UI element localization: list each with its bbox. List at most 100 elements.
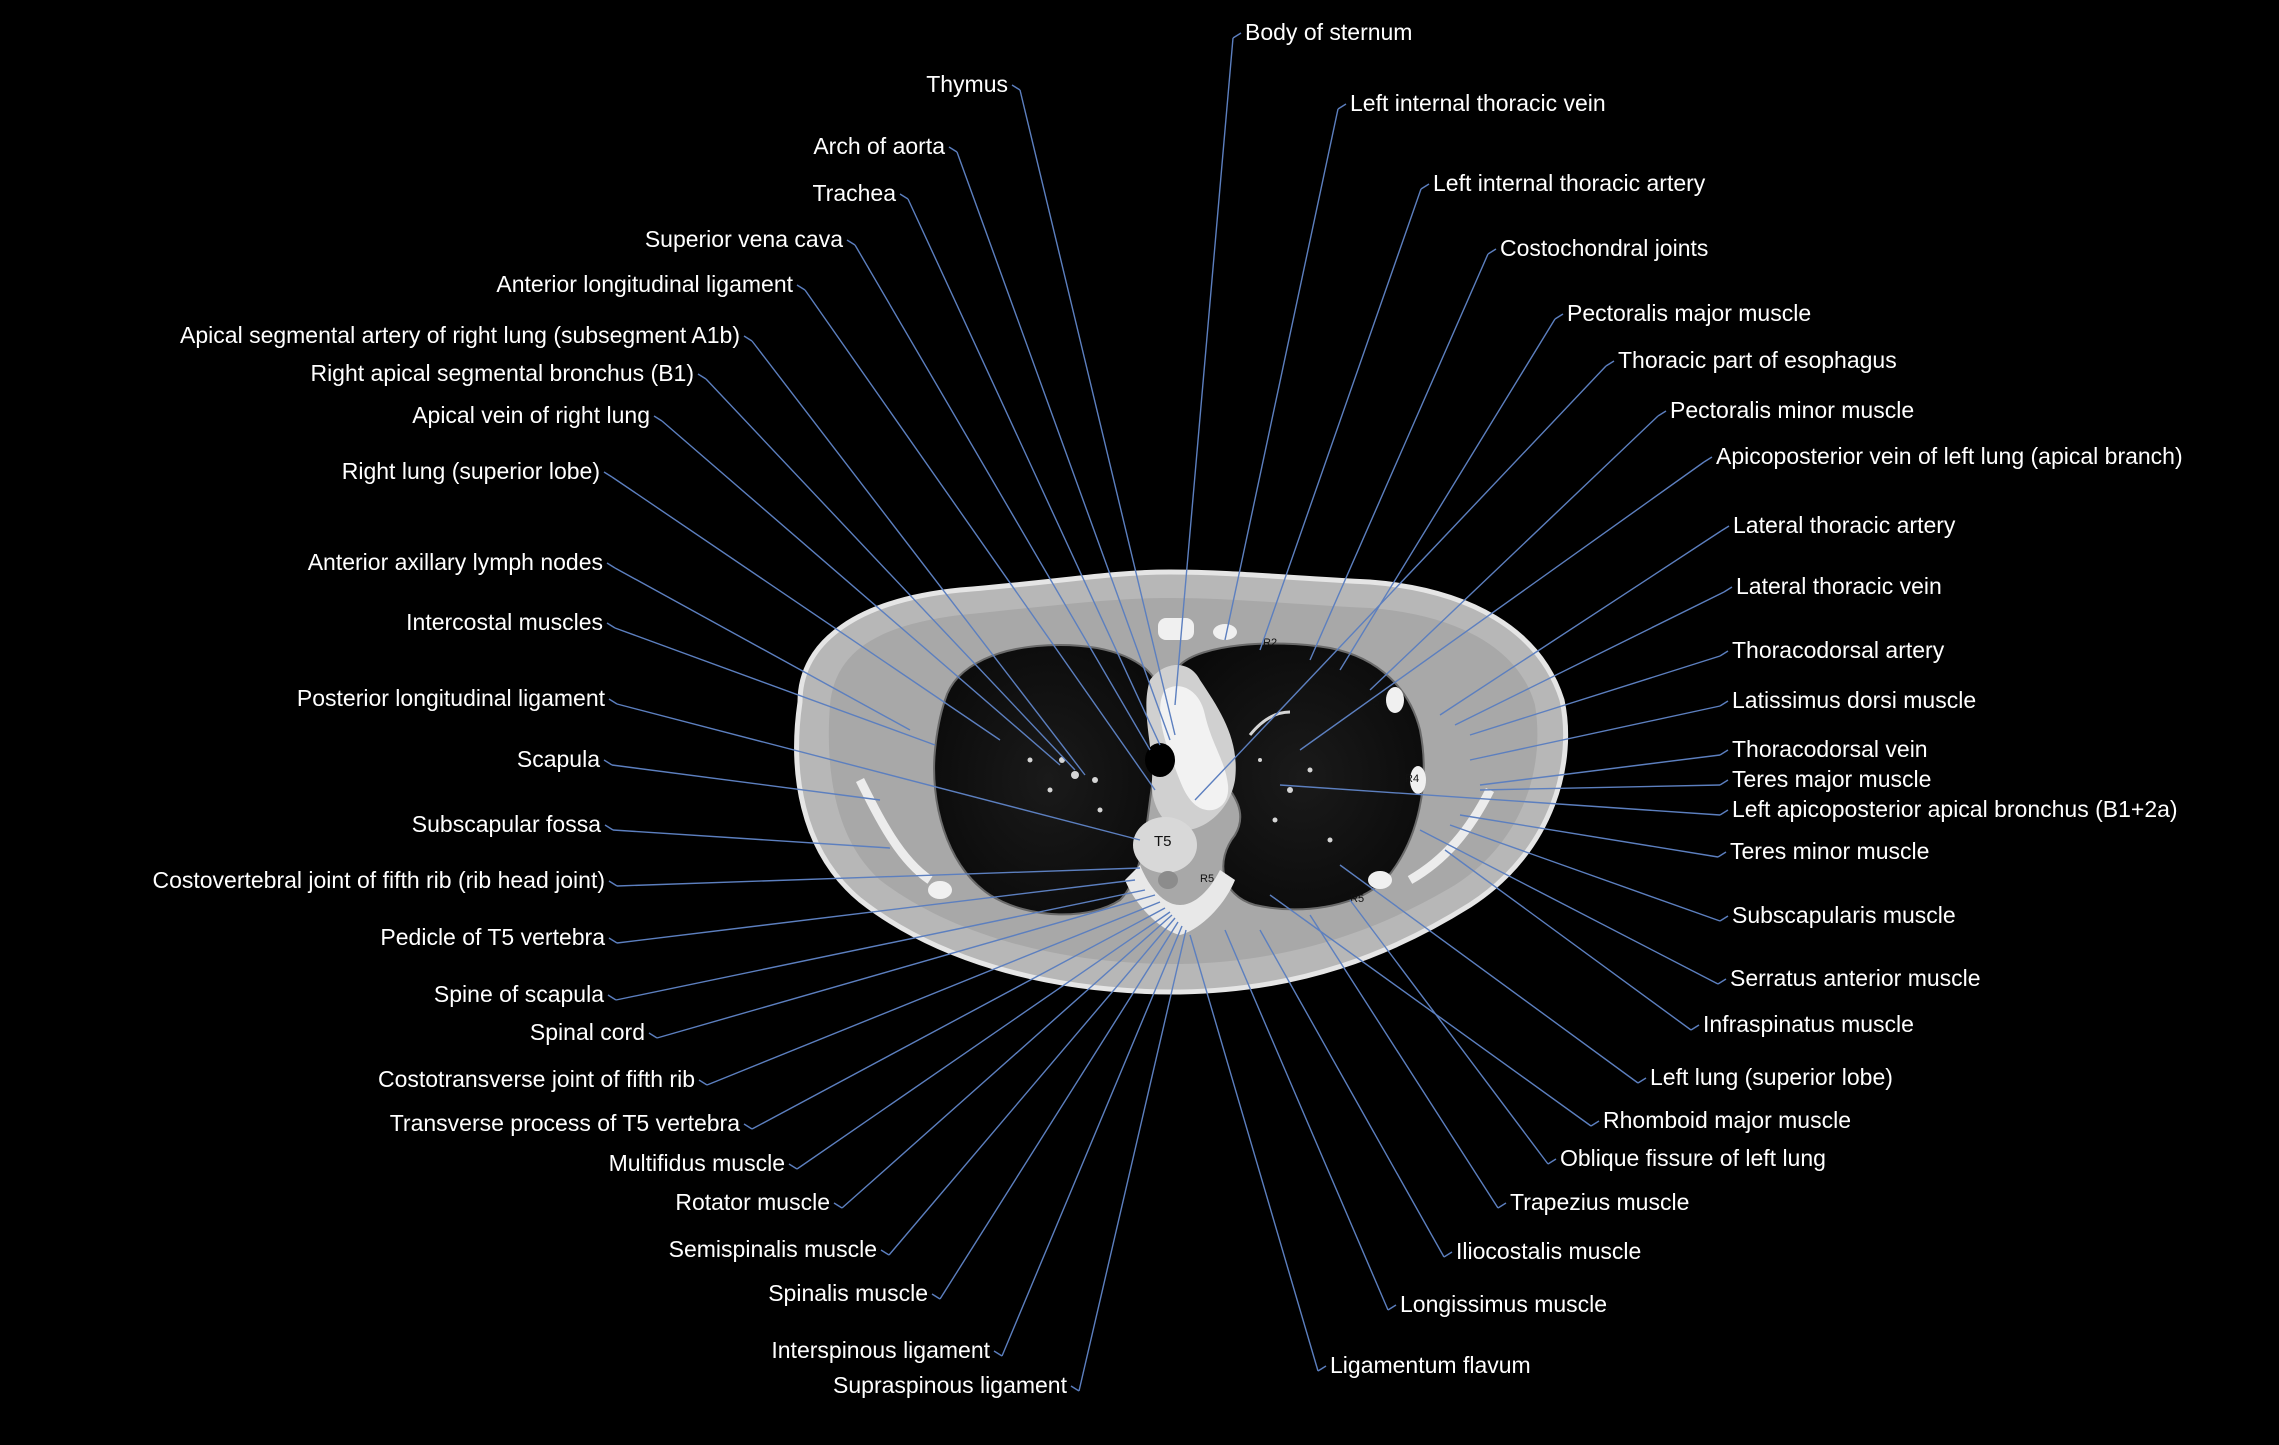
left-label-14: Costovertebral joint of fifth rib (rib h…	[152, 867, 605, 893]
right-label-20: Rhomboid major muscle	[1603, 1107, 1851, 1133]
leader-right-10	[1469, 655, 1721, 736]
rib-r4-shape	[1410, 766, 1426, 794]
right-label-18: Infraspinatus muscle	[1703, 1011, 1914, 1037]
leader-right-9	[1454, 591, 1725, 726]
right-label-1: Left internal thoracic vein	[1350, 90, 1606, 116]
aorta-shape	[1160, 686, 1229, 811]
leader-tick-right-2	[1420, 183, 1430, 190]
right-label-5: Thoracic part of esophagus	[1618, 347, 1897, 373]
left-label-11: Posterior longitudinal ligament	[297, 685, 606, 711]
leader-right-0	[1174, 37, 1234, 706]
leader-left-10	[614, 627, 936, 746]
right-label-3: Costochondral joints	[1500, 235, 1708, 261]
spinal-canal	[1158, 871, 1178, 889]
right-scapula-shape	[855, 777, 933, 884]
right-label-13: Teres major muscle	[1732, 766, 1931, 792]
leader-tick-right-3	[1487, 248, 1497, 255]
leader-tick-left-11	[608, 698, 618, 705]
left-label-7: Apical vein of right lung	[412, 402, 650, 428]
left-label-2: Trachea	[812, 180, 896, 206]
leader-tick-left-4	[796, 284, 806, 291]
right-label-19: Left lung (superior lobe)	[1650, 1064, 1893, 1090]
leader-right-6	[1369, 415, 1659, 691]
leader-left-16	[615, 889, 1146, 1001]
leader-tick-right-9	[1723, 586, 1733, 593]
left-label-21: Rotator muscle	[675, 1189, 830, 1215]
left-label-15: Pedicle of T5 vertebra	[380, 924, 605, 950]
leader-tick-left-15	[608, 937, 618, 944]
leader-left-12	[611, 764, 881, 801]
leader-right-21	[1349, 899, 1549, 1165]
left-label-23: Spinalis muscle	[768, 1280, 928, 1306]
left-label-19: Transverse process of T5 vertebra	[390, 1110, 740, 1136]
leader-left-23	[939, 921, 1179, 1300]
leader-tick-right-5	[1605, 360, 1615, 367]
leader-left-25	[1078, 929, 1187, 1392]
leader-tick-right-17	[1717, 978, 1727, 985]
left-label-20: Multifidus muscle	[609, 1150, 785, 1176]
leader-left-11	[616, 703, 1141, 841]
leader-right-12	[1479, 754, 1721, 786]
left-label-5: Apical segmental artery of right lung (s…	[180, 322, 740, 348]
leader-left-5	[751, 340, 1086, 776]
leader-right-2	[1259, 188, 1422, 651]
vertebral-arch	[1125, 865, 1235, 935]
leader-left-17	[656, 894, 1156, 1039]
right-label-0: Body of sternum	[1245, 19, 1412, 45]
leader-right-22	[1309, 914, 1499, 1209]
leader-tick-left-0	[1011, 84, 1021, 91]
leader-right-25	[1189, 934, 1319, 1372]
leader-tick-left-7	[653, 415, 663, 422]
leader-tick-left-24	[993, 1350, 1003, 1357]
leader-left-2	[907, 198, 1161, 746]
leader-tick-left-16	[607, 994, 617, 1001]
left-label-13: Subscapular fossa	[412, 811, 601, 837]
leader-left-20	[796, 911, 1171, 1170]
trachea-lumen	[1145, 743, 1175, 777]
leader-left-6	[705, 378, 1076, 771]
left-label-22: Semispinalis muscle	[669, 1236, 877, 1262]
leader-left-7	[661, 420, 1061, 766]
left-label-16: Spine of scapula	[434, 981, 604, 1007]
leader-left-8	[611, 476, 1001, 741]
rib-r3-shape	[1386, 687, 1404, 713]
leader-tick-left-2	[899, 193, 909, 200]
right-label-9: Lateral thoracic vein	[1736, 573, 1942, 599]
leader-left-21	[841, 914, 1173, 1209]
right-label-21: Oblique fissure of left lung	[1560, 1145, 1826, 1171]
leader-tick-right-18	[1690, 1024, 1700, 1031]
leader-tick-right-22	[1497, 1202, 1507, 1209]
rib-label-r3: R3	[1372, 699, 1386, 711]
right-label-11: Latissimus dorsi muscle	[1732, 687, 1976, 713]
leader-tick-left-14	[608, 880, 618, 887]
leader-tick-left-25	[1070, 1385, 1080, 1392]
leader-tick-right-4	[1554, 313, 1564, 320]
leader-tick-left-10	[606, 622, 616, 629]
left-label-3: Superior vena cava	[645, 226, 843, 252]
right-label-23: Iliocostalis muscle	[1456, 1238, 1641, 1264]
leader-tick-right-19	[1637, 1077, 1647, 1084]
leader-right-5	[1194, 365, 1607, 801]
leader-tick-left-1	[948, 146, 958, 153]
leader-tick-left-23	[931, 1293, 941, 1300]
leader-tick-right-12	[1719, 749, 1729, 756]
right-label-15: Teres minor muscle	[1730, 838, 1929, 864]
right-label-8: Lateral thoracic artery	[1733, 512, 1956, 538]
leader-tick-left-8	[603, 471, 613, 478]
leader-right-17	[1419, 829, 1719, 985]
leader-tick-left-22	[880, 1249, 890, 1256]
leader-left-4	[804, 289, 1156, 791]
leader-tick-right-21	[1547, 1158, 1557, 1165]
leader-tick-right-10	[1719, 650, 1729, 657]
right-label-22: Trapezius muscle	[1510, 1189, 1689, 1215]
leader-tick-left-9	[606, 562, 616, 569]
leader-tick-right-23	[1443, 1251, 1453, 1258]
rib-label-r5-far: R5	[1350, 893, 1364, 905]
left-label-8: Right lung (superior lobe)	[342, 458, 600, 484]
right-label-14: Left apicoposterior apical bronchus (B1+…	[1732, 796, 2178, 822]
left-label-0: Thymus	[926, 71, 1008, 97]
leader-right-1	[1224, 108, 1339, 641]
leader-left-9	[614, 567, 911, 731]
